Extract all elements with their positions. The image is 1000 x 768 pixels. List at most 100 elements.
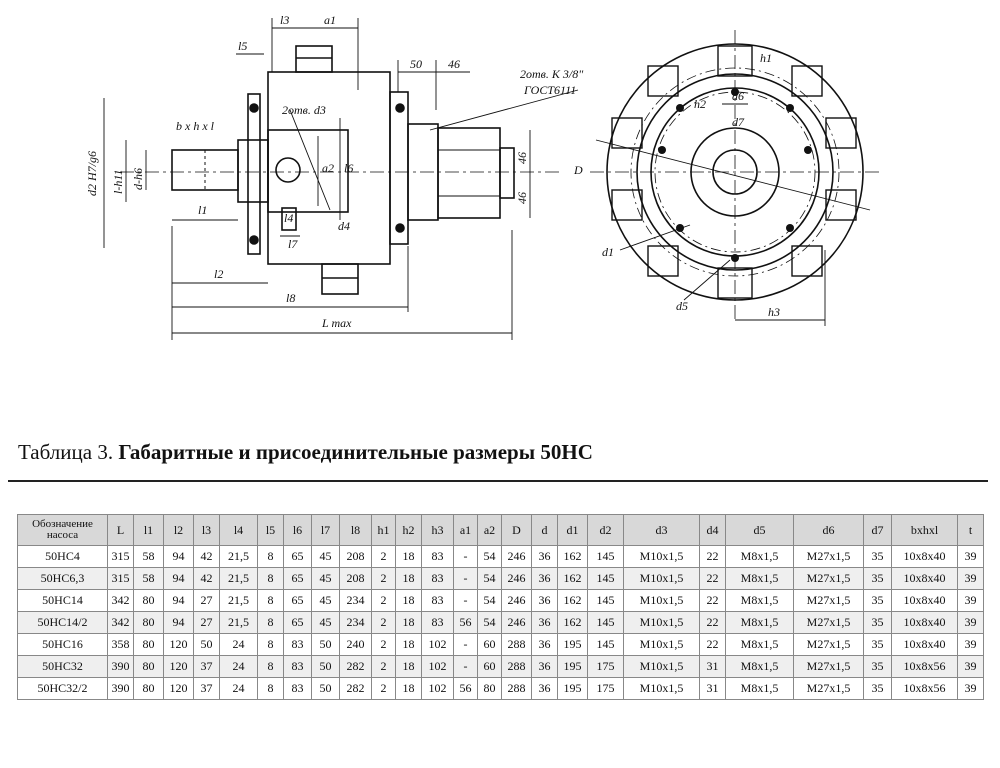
table-cell: 22 — [699, 589, 726, 612]
table-cell: 2 — [371, 567, 396, 590]
table-cell: 145 — [587, 611, 624, 634]
column-header: l3 — [193, 514, 220, 546]
table-cell: 208 — [339, 545, 372, 568]
table-cell: 35 — [863, 611, 892, 634]
table-cell: 18 — [395, 567, 422, 590]
table-cell: - — [453, 589, 478, 612]
column-header: Обозначение насоса — [17, 514, 108, 546]
table-caption: Таблица 3. Габаритные и присоединительны… — [18, 440, 593, 465]
table-cell: 31 — [699, 655, 726, 678]
table-cell: 10х8х40 — [891, 611, 958, 634]
table-cell: 80 — [133, 589, 164, 612]
table-cell: 94 — [163, 567, 194, 590]
table-cell: 50 — [311, 633, 340, 656]
table-cell: М8х1,5 — [725, 677, 794, 700]
label-l1: l1 — [198, 203, 207, 217]
table-cell: 234 — [339, 589, 372, 612]
column-header: h2 — [395, 514, 422, 546]
pump-designation-cell: 50НС32/2 — [17, 677, 108, 700]
table-cell: 42 — [193, 545, 220, 568]
table-cell: 83 — [283, 655, 312, 678]
pump-designation-cell: 50НС14 — [17, 589, 108, 612]
table-cell: 390 — [107, 677, 134, 700]
table-cell: 21,5 — [219, 567, 258, 590]
table-cell: 36 — [531, 567, 558, 590]
table-cell: - — [453, 633, 478, 656]
table-cell: М10х1,5 — [623, 611, 700, 634]
table-cell: 18 — [395, 545, 422, 568]
table-cell: 18 — [395, 611, 422, 634]
table-cell: 195 — [557, 677, 588, 700]
table-cell: 27 — [193, 611, 220, 634]
column-header: a1 — [453, 514, 478, 546]
table-cell: 58 — [133, 567, 164, 590]
table-cell: 36 — [531, 589, 558, 612]
table-cell: М27х1,5 — [793, 677, 864, 700]
table-cell: М27х1,5 — [793, 567, 864, 590]
column-header: d6 — [793, 514, 864, 546]
table-cell: 358 — [107, 633, 134, 656]
table-cell: 315 — [107, 567, 134, 590]
table-cell: 282 — [339, 677, 372, 700]
label-l8: l8 — [286, 291, 295, 305]
table-cell: 39 — [957, 611, 984, 634]
table-cell: М8х1,5 — [725, 611, 794, 634]
table-cell: 36 — [531, 655, 558, 678]
table-cell: 10х8х56 — [891, 655, 958, 678]
table-cell: 2 — [371, 545, 396, 568]
table-cell: 83 — [421, 567, 454, 590]
label-50: 50 — [410, 57, 422, 71]
table-cell: 56 — [453, 677, 478, 700]
table-cell: 390 — [107, 655, 134, 678]
column-header: l1 — [133, 514, 164, 546]
table-cell: 120 — [163, 655, 194, 678]
table-cell: - — [453, 655, 478, 678]
table-cell: 35 — [863, 545, 892, 568]
table-cell: 145 — [587, 567, 624, 590]
table-cell: 21,5 — [219, 589, 258, 612]
table-cell: 94 — [163, 545, 194, 568]
table-cell: 10х8х40 — [891, 545, 958, 568]
table-cell: 18 — [395, 677, 422, 700]
table-cell: 39 — [957, 589, 984, 612]
label-46-lower: 46 — [515, 192, 529, 204]
column-header: d7 — [863, 514, 892, 546]
column-header: D — [501, 514, 532, 546]
table-cell: 65 — [283, 567, 312, 590]
table-cell: 36 — [531, 545, 558, 568]
table-cell: 102 — [421, 655, 454, 678]
table-cell: 50 — [311, 677, 340, 700]
column-header: h3 — [421, 514, 454, 546]
table-cell: 8 — [257, 677, 284, 700]
table-cell: 234 — [339, 611, 372, 634]
table-cell: 18 — [395, 633, 422, 656]
label-l7: l7 — [288, 237, 298, 251]
table-cell: 288 — [501, 633, 532, 656]
table-cell: 8 — [257, 589, 284, 612]
label-d4: d4 — [338, 219, 350, 233]
table-cell: М10х1,5 — [623, 567, 700, 590]
label-D: D — [573, 163, 583, 177]
table-cell: М8х1,5 — [725, 567, 794, 590]
table-cell: 246 — [501, 545, 532, 568]
table-cell: 145 — [587, 545, 624, 568]
label-holes-d3: 2отв. d3 — [282, 103, 326, 117]
table-cell: 45 — [311, 589, 340, 612]
table-cell: 39 — [957, 567, 984, 590]
table-cell: 31 — [699, 677, 726, 700]
table-cell: 36 — [531, 611, 558, 634]
table-cell: 195 — [557, 633, 588, 656]
table-cell: 65 — [283, 611, 312, 634]
table-cell: 54 — [477, 567, 502, 590]
table-cell: 10х8х40 — [891, 633, 958, 656]
side-view — [103, 18, 579, 340]
table-cell: М27х1,5 — [793, 633, 864, 656]
table-cell: 45 — [311, 545, 340, 568]
table-cell: 39 — [957, 633, 984, 656]
table-cell: 102 — [421, 633, 454, 656]
table-cell: М27х1,5 — [793, 545, 864, 568]
table-cell: 246 — [501, 589, 532, 612]
table-cell: 36 — [531, 677, 558, 700]
